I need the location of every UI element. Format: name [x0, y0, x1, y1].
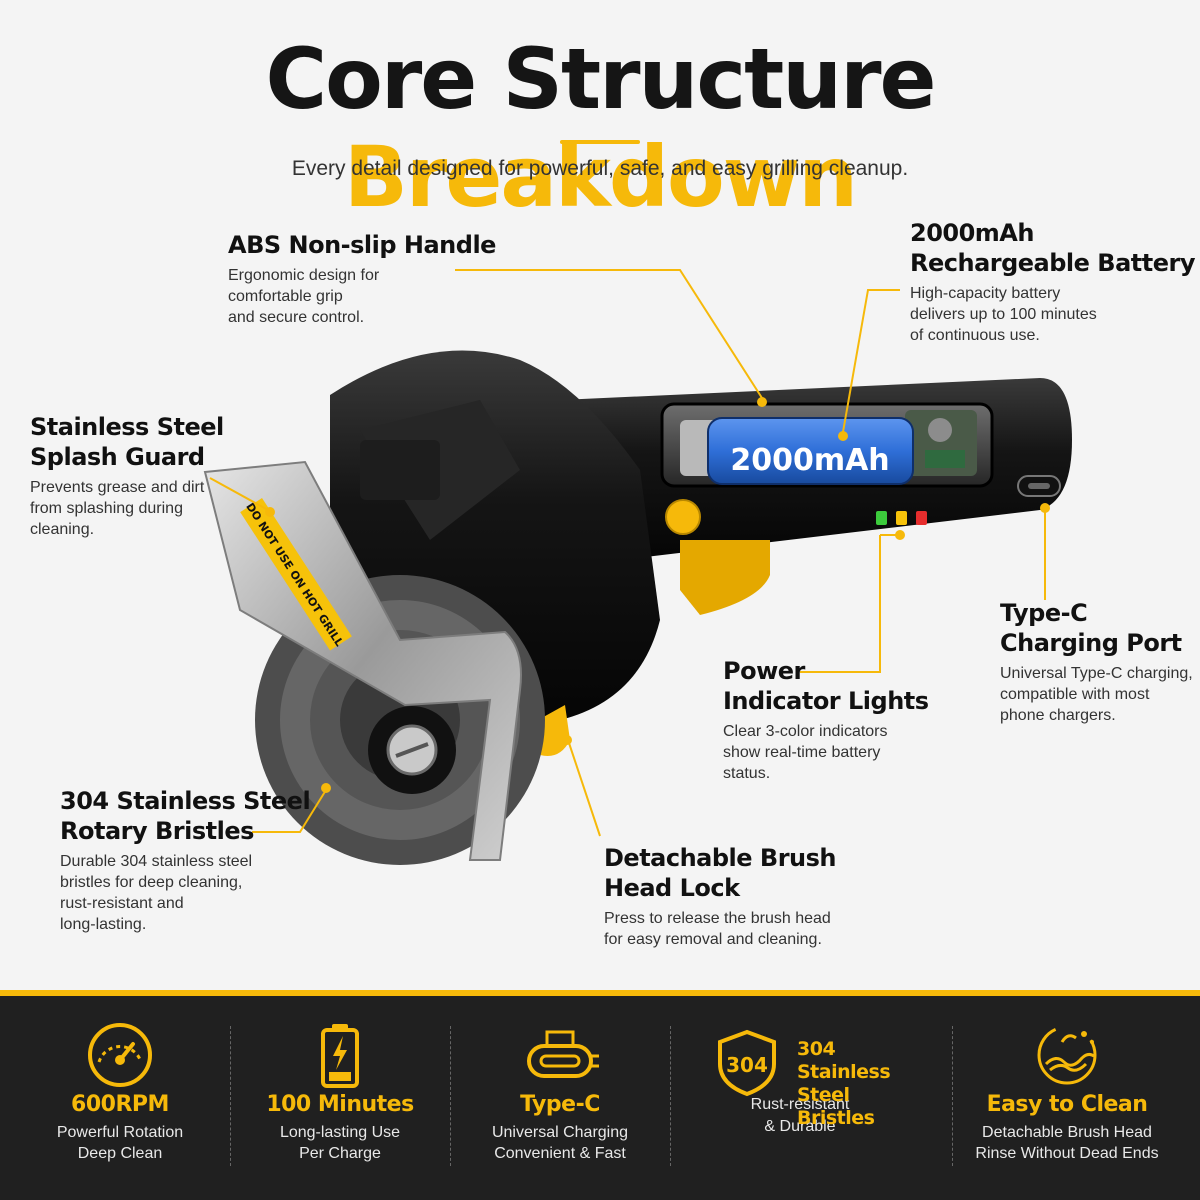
power-button [665, 499, 701, 535]
callout-typec-desc: Universal Type-C charging, compatible wi… [1000, 665, 1193, 724]
guard-warning-label [240, 498, 352, 651]
indicator-light [896, 511, 907, 525]
callout-power-lights-desc: Clear 3-color indicators show real-time … [723, 723, 888, 782]
title-gold: Breakdown [343, 128, 858, 226]
callout-typec-title: Type-C Charging Port [1000, 599, 1182, 657]
lock-tab [538, 705, 570, 756]
feature-304-line-2: & Durable [764, 1118, 836, 1135]
callout-head-lock: Detachable Brush Head Lock Press to rele… [604, 843, 837, 950]
feature-rpm: 600RPM Powerful Rotation Deep Clean [10, 990, 230, 1200]
usb-c-port [1017, 475, 1061, 497]
battery-cell: 2000mAh [707, 417, 914, 485]
feature-easy-clean-line-2: Rinse Without Dead Ends [975, 1145, 1159, 1162]
feature-battery-line-2: Per Charge [299, 1145, 381, 1162]
feature-304-title: 304 Stainless Steel Bristles [797, 1038, 891, 1129]
feature-typec-line-1: Universal Charging [491, 1124, 629, 1141]
callout-splash-guard: Stainless Steel Splash Guard Prevents gr… [30, 412, 224, 540]
feature-separator [670, 1026, 671, 1166]
leader-lines [209, 269, 1050, 837]
feature-304-line-1: Rust-resistant [750, 1096, 850, 1113]
feature-separator [952, 1026, 953, 1166]
indicator-lights [876, 511, 927, 525]
callout-handle-desc: Ergonomic design for comfortable grip an… [228, 267, 380, 326]
shield-304-badge: 304 [726, 1053, 768, 1077]
battery-icon [321, 1024, 359, 1088]
page-title: Core Structure Breakdown [0, 30, 1200, 226]
feature-separator [450, 1026, 451, 1166]
feature-rpm-title: 600RPM [71, 1092, 169, 1117]
bristle-axle [368, 706, 456, 794]
feature-typec-title: Type-C [520, 1092, 600, 1117]
callout-battery-title: 2000mAh Rechargeable Battery [910, 219, 1195, 277]
battery-cell-label: 2000mAh [730, 443, 889, 478]
feature-304-steel: 304 Rust-resistant & Durable [690, 990, 910, 1200]
feature-rpm-line-2: Deep Clean [77, 1145, 163, 1162]
indicator-light [876, 511, 887, 525]
speedometer-icon [88, 1023, 152, 1087]
feature-battery-title: 100 Minutes [266, 1092, 414, 1117]
callout-bristles-title: 304 Stainless Steel Rotary Bristles [60, 787, 311, 845]
shield-304-icon: 304 [718, 1029, 776, 1097]
feature-separator [230, 1026, 231, 1166]
callout-bristles-desc: Durable 304 stainless steel bristles for… [60, 853, 253, 933]
feature-bar-accent [0, 990, 1200, 996]
title-underline [560, 140, 640, 144]
callout-power-lights-title: Power Indicator Lights [723, 657, 929, 715]
callout-battery: 2000mAh Rechargeable Battery High-capaci… [910, 218, 1195, 346]
callout-handle-title: ABS Non-slip Handle [228, 231, 496, 259]
feature-easy-clean: Easy to Clean Detachable Brush Head Rins… [957, 990, 1177, 1200]
callout-bristles: 304 Stainless Steel Rotary Bristles Dura… [60, 786, 311, 935]
callout-splash-guard-title: Stainless Steel Splash Guard [30, 413, 224, 471]
handle-grip [680, 540, 770, 615]
water-splash-icon [1037, 1025, 1097, 1085]
feature-typec: Type-C Universal Charging Convenient & F… [450, 990, 670, 1200]
feature-easy-clean-line-1: Detachable Brush Head [982, 1124, 1152, 1141]
callout-handle: ABS Non-slip Handle Ergonomic design for… [228, 230, 496, 328]
callout-power-lights: Power Indicator Lights Clear 3-color ind… [723, 656, 929, 784]
callout-typec: Type-C Charging Port Universal Type-C ch… [1000, 598, 1193, 726]
usb-c-icon [527, 1030, 599, 1078]
title-dark: Core Structure [265, 30, 936, 128]
callout-splash-guard-desc: Prevents grease and dirt from splashing … [30, 479, 205, 538]
feature-typec-line-2: Convenient & Fast [494, 1145, 626, 1162]
feature-bar: 600RPM Powerful Rotation Deep Clean 100 … [0, 990, 1200, 1200]
feature-rpm-line-1: Powerful Rotation [56, 1124, 184, 1141]
feature-easy-clean-title: Easy to Clean [986, 1092, 1148, 1117]
callout-battery-desc: High-capacity battery delivers up to 100… [910, 285, 1097, 344]
indicator-light [916, 511, 927, 525]
callout-head-lock-desc: Press to release the brush head for easy… [604, 910, 831, 948]
splash-guard: DO NOT USE ON HOT GRILL [203, 460, 522, 861]
feature-battery: 100 Minutes Long-lasting Use Per Charge [230, 990, 450, 1200]
feature-battery-line-1: Long-lasting Use [279, 1124, 401, 1141]
page-subtitle: Every detail designed for powerful, safe… [291, 157, 909, 180]
callout-head-lock-title: Detachable Brush Head Lock [604, 844, 837, 902]
